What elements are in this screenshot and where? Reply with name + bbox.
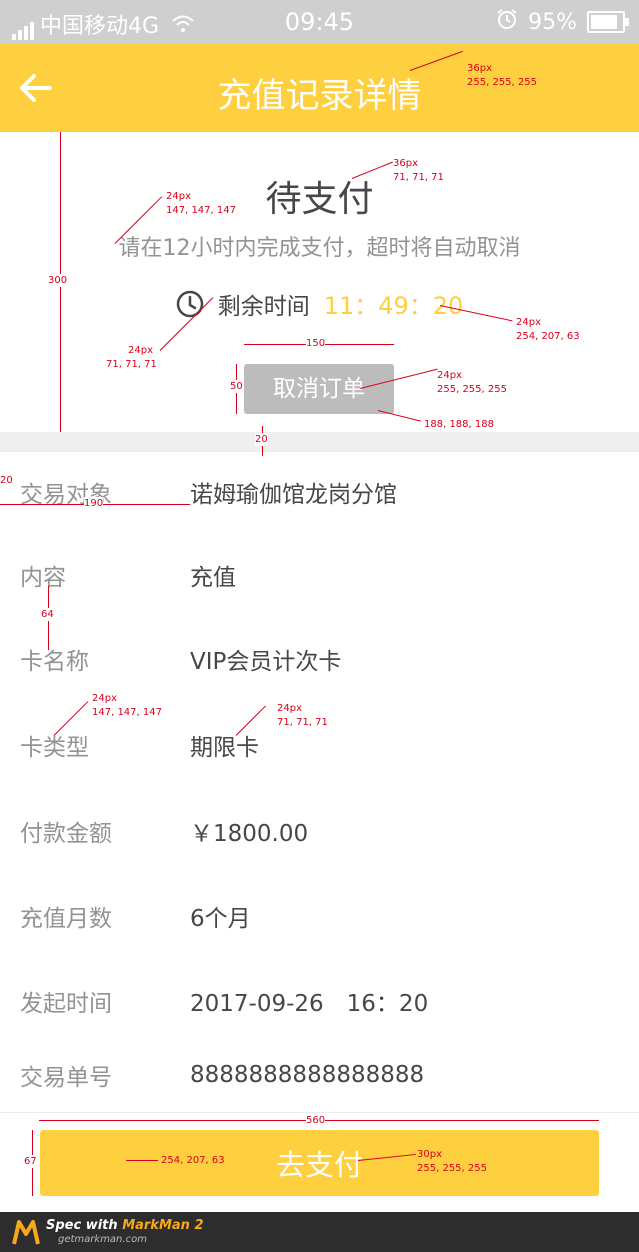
annotation-detail-value-font: 24px xyxy=(277,703,302,714)
detail-label: 卡名称 xyxy=(20,649,89,675)
annotation-cancel-font: 24px xyxy=(437,370,462,381)
dimension-label: 20 xyxy=(0,475,13,486)
back-button[interactable] xyxy=(14,66,58,110)
dimension-label: 50 xyxy=(230,380,243,393)
annotation-header-color: 255, 255, 255 xyxy=(467,77,537,88)
detail-value: 8888888888888888 xyxy=(190,1062,425,1088)
footer-url: getmarkman.com xyxy=(58,1234,147,1245)
footer-brand: Spec with MarkMan 2 xyxy=(46,1218,204,1233)
pay-button[interactable]: 去支付 xyxy=(40,1130,599,1196)
dimension-label: 300 xyxy=(48,274,68,287)
carrier-label: 中国移动4G xyxy=(12,8,194,40)
annotation-cancel-bg: 188, 188, 188 xyxy=(424,419,494,430)
detail-label: 卡类型 xyxy=(20,735,89,761)
detail-label: 充值月数 xyxy=(20,906,112,932)
annotation-title-font: 36px xyxy=(393,158,418,169)
detail-value: 期限卡 xyxy=(190,735,259,761)
dimension-label: 560 xyxy=(306,1114,326,1127)
detail-row-order-number: 交易单号 8888888888888888 xyxy=(0,1055,639,1095)
battery-icon xyxy=(587,11,629,33)
detail-label: 交易单号 xyxy=(20,1065,112,1091)
detail-label: 付款金额 xyxy=(20,821,112,847)
clock-icon xyxy=(176,290,203,317)
arrow-left-icon xyxy=(20,74,52,102)
detail-value: 6个月 xyxy=(190,906,251,932)
detail-row-target: 交易对象 诺姆瑜伽馆龙岗分馆 xyxy=(0,472,639,512)
detail-value: 充值 xyxy=(190,565,236,591)
dimension-label: 67 xyxy=(24,1155,37,1168)
annotation-pay-bg: 254, 207, 63 xyxy=(161,1155,225,1166)
clock: 09:45 xyxy=(284,8,355,36)
annotation-title-color: 71, 71, 71 xyxy=(393,172,444,183)
detail-row-months: 充值月数 6个月 xyxy=(0,896,639,936)
detail-value: 2017-09-26 16：20 xyxy=(190,991,429,1017)
dimension-label: 150 xyxy=(306,337,326,350)
status-right: 95% xyxy=(496,8,629,36)
annotation-label-color: 71, 71, 71 xyxy=(106,359,157,370)
timer-value: 11：49：20 xyxy=(323,292,464,320)
dimension-label: 190 xyxy=(84,497,104,510)
detail-row-card-name: 卡名称 VIP会员计次卡 xyxy=(0,639,639,679)
detail-label: 发起时间 xyxy=(20,991,112,1017)
detail-value: 诺姆瑜伽馆龙岗分馆 xyxy=(190,482,397,508)
annotation-pay-font: 30px xyxy=(417,1149,442,1160)
status-subtitle: 请在12小时内完成支付，超时将自动取消 xyxy=(118,236,521,261)
annotation-timer-color: 254, 207, 63 xyxy=(516,331,580,342)
markman-footer: Spec with MarkMan 2 getmarkman.com xyxy=(0,1212,639,1252)
alarm-icon xyxy=(496,8,518,36)
annotation-cancel-color: 255, 255, 255 xyxy=(437,384,507,395)
page-title: 充值记录详情 xyxy=(217,76,422,116)
detail-value: VIP会员计次卡 xyxy=(190,649,342,675)
status-title: 待支付 xyxy=(265,179,374,220)
signal-icon xyxy=(12,22,34,40)
annotation-timer-font: 24px xyxy=(516,317,541,328)
annotation-detail-value-color: 71, 71, 71 xyxy=(277,717,328,728)
markman-logo-icon xyxy=(12,1220,40,1245)
annotation-detail-label-font: 24px xyxy=(92,693,117,704)
battery-percent: 95% xyxy=(528,9,577,35)
header: 充值记录详情 xyxy=(0,44,639,132)
annotation-sub-font: 24px xyxy=(166,191,191,202)
timer-label: 剩余时间 xyxy=(217,293,310,320)
annotation-sub-color: 147, 147, 147 xyxy=(166,205,236,216)
section-divider xyxy=(0,432,639,452)
annotation-leader xyxy=(126,1160,158,1161)
wifi-icon xyxy=(172,14,194,39)
annotation-label-font: 24px xyxy=(128,345,153,356)
detail-row-start-time: 发起时间 2017-09-26 16：20 xyxy=(0,981,639,1021)
annotation-pay-color: 255, 255, 255 xyxy=(417,1163,487,1174)
detail-row-amount: 付款金额 ￥1800.00 xyxy=(0,811,639,851)
annotation-header-font: 36px xyxy=(467,63,492,74)
cancel-order-button[interactable]: 取消订单 xyxy=(244,364,394,414)
detail-value: ￥1800.00 xyxy=(190,821,309,847)
detail-label: 内容 xyxy=(20,565,66,591)
order-status-section: 待支付 请在12小时内完成支付，超时将自动取消 剩余时间 11：49：20 取消… xyxy=(0,132,639,432)
status-bar: 中国移动4G 09:45 95% xyxy=(0,0,639,44)
annotation-detail-label-color: 147, 147, 147 xyxy=(92,707,162,718)
dimension-label: 20 xyxy=(255,433,268,446)
detail-row-content: 内容 充值 xyxy=(0,555,639,595)
dimension-label: 64 xyxy=(41,608,54,621)
detail-row-card-type: 卡类型 期限卡 xyxy=(0,725,639,765)
timer-row: 剩余时间 11：49：20 xyxy=(0,286,639,321)
